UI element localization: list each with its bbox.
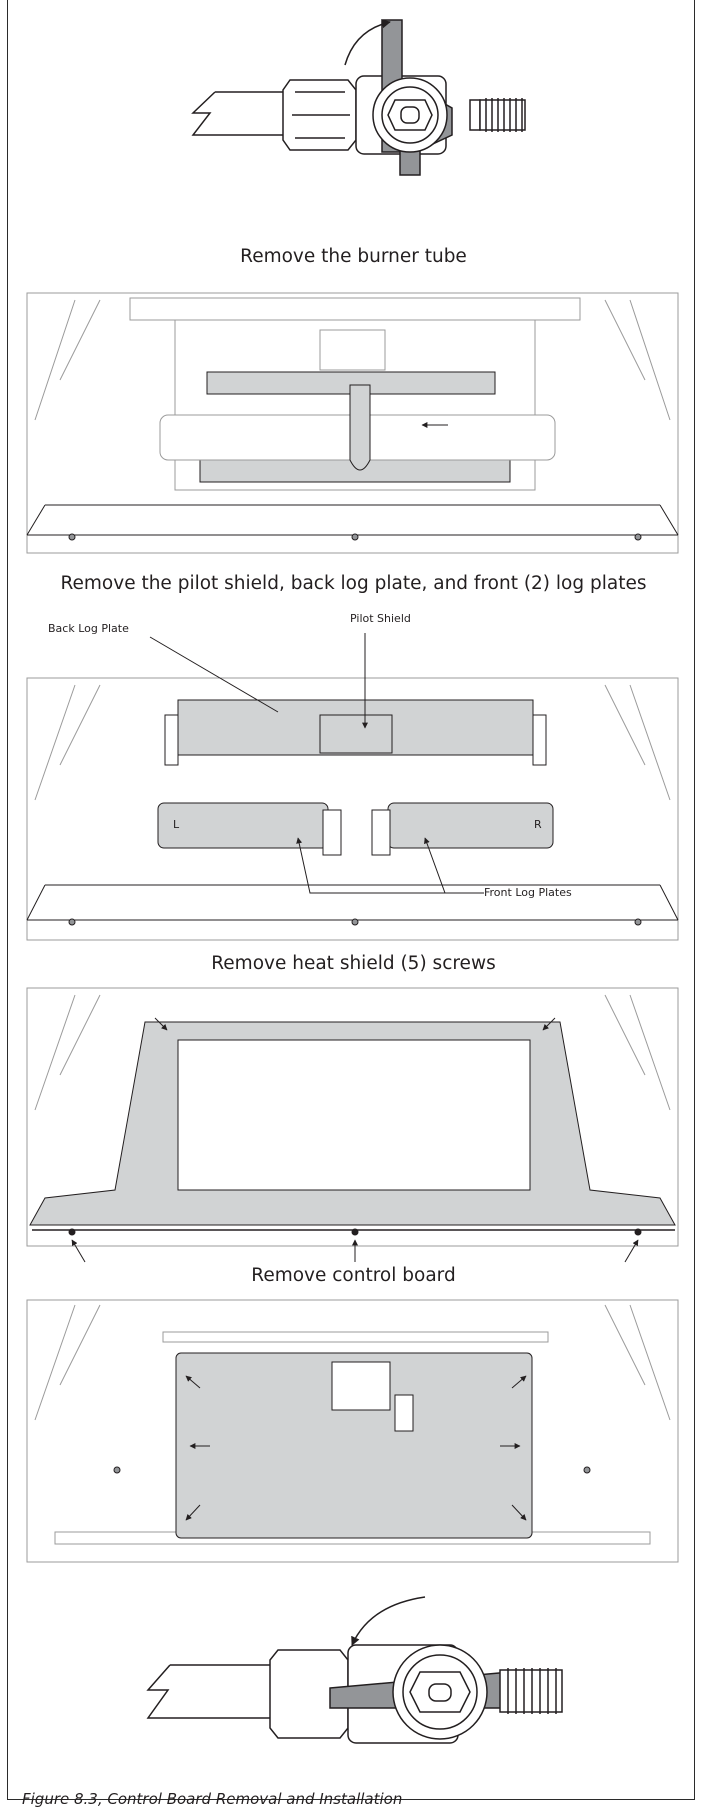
step-caption-log-plates: Remove the pilot shield, back log plate,…: [60, 573, 647, 594]
burner-tube-diagram-bottom: [146, 1596, 563, 1744]
back-log-plate-label: Back Log Plate: [48, 622, 129, 635]
front-log-plates-label: Front Log Plates: [484, 886, 572, 899]
log-plates-diagram: [26, 633, 679, 941]
left-plate-marker: L: [173, 818, 180, 831]
pilot-shield-label: Pilot Shield: [350, 612, 411, 625]
step-caption-heat-shield: Remove heat shield (5) screws: [211, 953, 496, 974]
control-board-diagram: [26, 1299, 679, 1563]
step-caption-burner-tube: Remove the burner tube: [240, 246, 467, 267]
firebox-burner-diagram: [26, 292, 679, 554]
figure-caption: Figure 8.3, Control Board Removal and In…: [22, 1790, 403, 1808]
right-plate-marker: R: [534, 818, 542, 831]
heat-shield-diagram: [26, 987, 679, 1263]
burner-tube-diagram-top: [191, 19, 526, 176]
step-caption-control-board: Remove control board: [251, 1265, 456, 1286]
figure-frame: [7, 0, 695, 1800]
